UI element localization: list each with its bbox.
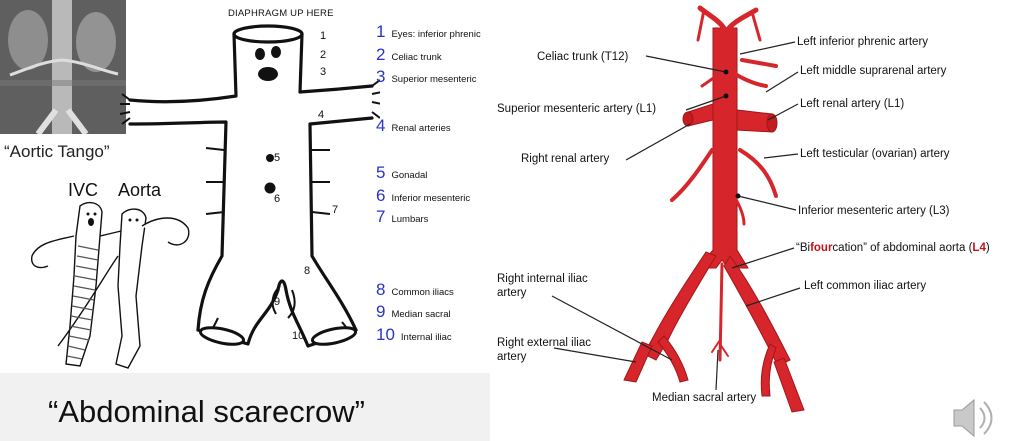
body-number-8: 8 bbox=[304, 265, 311, 277]
body-number-9: 9 bbox=[274, 296, 281, 308]
abdominal-scarecrow-drawing bbox=[120, 24, 380, 348]
body-number-10: 10 bbox=[292, 330, 305, 342]
aorta-label: Aorta bbox=[118, 180, 162, 200]
speaker-icon[interactable] bbox=[953, 398, 993, 438]
label-left-common-iliac: Left common iliac artery bbox=[804, 280, 927, 292]
abdominal-scarecrow-title: “Abdominal scarecrow” bbox=[48, 394, 365, 429]
body-number-4: 4 bbox=[318, 109, 325, 121]
body-number-3: 3 bbox=[320, 66, 327, 78]
body-number-7: 7 bbox=[332, 204, 339, 216]
body-number-5: 5 bbox=[274, 152, 281, 164]
aortic-tango-drawing bbox=[31, 201, 190, 369]
label-median-sacral: Median sacral artery bbox=[652, 392, 757, 404]
label-celiac-trunk: Celiac trunk (T12) bbox=[537, 51, 629, 63]
body-number-6: 6 bbox=[274, 193, 281, 205]
label-superior-mesenteric: Superior mesenteric artery (L1) bbox=[497, 103, 657, 115]
xray-image bbox=[0, 0, 126, 134]
caption-band bbox=[0, 373, 490, 441]
label-bifourcation: “Bifourcation” of abdominal aorta (L4) bbox=[796, 242, 990, 254]
body-number-1: 1 bbox=[320, 30, 327, 42]
label-right-renal: Right renal artery bbox=[521, 153, 610, 165]
diaphragm-header: DIAPHRAGM UP HERE bbox=[228, 8, 334, 19]
label-left-testicular: Left testicular (ovarian) artery bbox=[800, 148, 950, 160]
xray-thumbnail bbox=[0, 0, 126, 134]
body-number-2: 2 bbox=[320, 49, 327, 61]
aortic-tango-caption: “Aortic Tango” bbox=[4, 142, 110, 161]
label-left-renal: Left renal artery (L1) bbox=[800, 98, 905, 110]
label-left-inferior-phrenic: Left inferior phrenic artery bbox=[797, 36, 929, 48]
label-inferior-mesenteric: Inferior mesenteric artery (L3) bbox=[798, 205, 950, 217]
ivc-label: IVC bbox=[68, 180, 99, 200]
label-left-middle-suprarenal: Left middle suprarenal artery bbox=[800, 65, 947, 77]
